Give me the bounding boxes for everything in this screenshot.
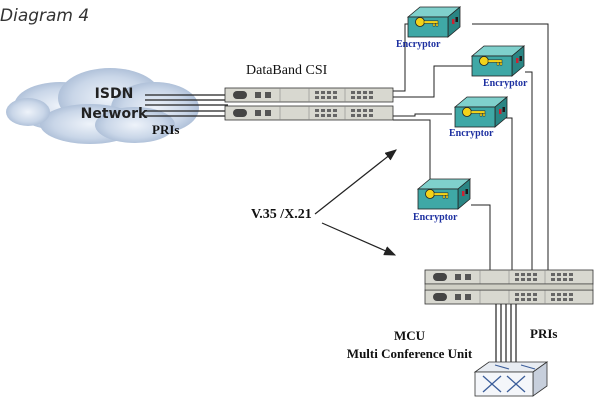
- v35-label: V.35 /X.21: [251, 207, 312, 222]
- pri-lines-left: [145, 94, 228, 117]
- encryptor-label-3: Encryptor: [449, 128, 494, 139]
- encryptor-label-2: Encryptor: [483, 78, 528, 89]
- isdn-network-label: ISDN Network: [68, 84, 160, 124]
- connection-lines: [393, 23, 549, 285]
- encryptor-icon: [407, 6, 525, 210]
- mcu-label-line2: Multi Conference Unit: [346, 346, 473, 361]
- pri-lines-right: [495, 304, 517, 368]
- encryptor-label-1: Encryptor: [396, 39, 441, 50]
- isdn-label-line2: Network: [80, 106, 148, 122]
- switch-icon: [473, 361, 549, 397]
- diagram-title: Diagram 4: [0, 6, 90, 26]
- csi-label: DataBand CSI: [246, 63, 328, 78]
- mcu-label-line1: MCU: [393, 328, 426, 343]
- mcu-rack-icon: [424, 269, 594, 305]
- pri-label-left: PRIs: [152, 122, 180, 137]
- rack-unit-icon: [224, 87, 394, 121]
- mcu-label: MCU Multi Conference Unit: [327, 327, 492, 363]
- isdn-label-line1: ISDN: [94, 86, 134, 102]
- v35-arrows: [314, 149, 397, 256]
- encryptor-label-4: Encryptor: [413, 212, 458, 223]
- pri-label-right: PRIs: [530, 326, 558, 341]
